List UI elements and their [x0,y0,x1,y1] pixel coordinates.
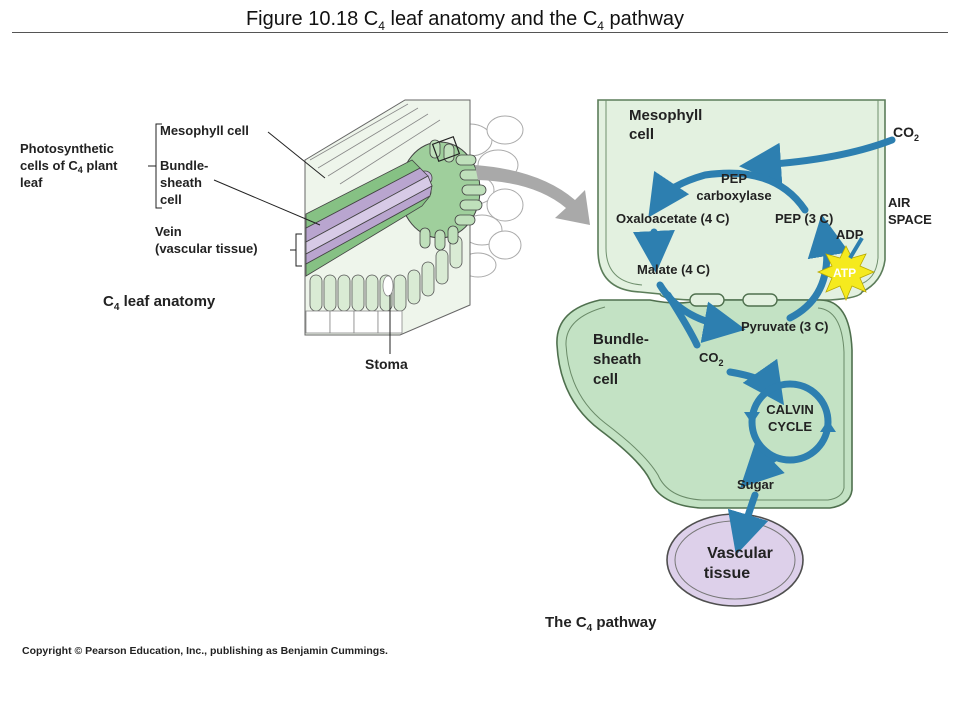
bundle-sheath-label-2: sheath [160,175,202,190]
malate-to-co2-arrow [664,291,701,349]
pyruvate-label: Pyruvate (3 C) [741,319,828,334]
title-text-3: pathway [603,8,685,30]
figure-title: Figure 10.18 C4 leaf anatomy and the C4 … [0,8,930,33]
pep-carboxylase-label-1: PEP [721,171,747,186]
pathway-labels: Mesophyll cell CO2 AIR SPACE PEP carboxy… [545,107,932,634]
anatomy-leader-lines [148,123,391,354]
bundle-sheath-label-1: Bundle- [160,158,208,173]
adp-atp-arrow [848,236,864,260]
leaf-anatomy-illustration [304,99,524,336]
oxaloacetate-to-malate-arrow [632,228,675,273]
mesophyll-label-1: Mesophyll [629,107,702,124]
co2-inner-label: CO2 [699,350,724,368]
copyright-notice: Copyright © Pearson Education, Inc., pub… [22,645,388,657]
bundle-sheath-label-3: cell [160,192,182,207]
top-surface-lines [309,103,441,185]
vein-tubes [305,159,433,277]
sugar-to-vascular-arrow [727,491,769,556]
calvin-label-2: CYCLE [768,419,812,434]
mesophyll-inner-wall [605,100,643,286]
adp-label: ADP [836,227,864,242]
title-text-1: Figure 10.18 C [245,8,379,30]
pep-carboxylase-label-2: carboxylase [696,188,771,203]
atp-burst [816,245,876,302]
vein-label-2: (vascular tissue) [155,241,258,256]
title-text-2: leaf anatomy and the C [384,8,598,30]
pyruvate-to-pep-arrow [786,214,850,322]
sugar-label: Sugar [737,477,774,492]
pathway-arrows [632,136,896,556]
co2-top-label: CO2 [893,124,919,143]
photosynthetic-label-2: cells of C4 plant [20,158,118,175]
calvin-cycle-ring [744,380,836,464]
vascular-label-1: Vascular [707,545,773,562]
title-subscript-2: 4 [597,19,604,33]
bundle-sheath-pathway-label-1: Bundle- [593,331,649,348]
calvin-label-1: CALVIN [766,402,813,417]
atp-label: ATP [833,266,856,280]
bundle-sheath-inner-wall [565,306,845,501]
air-space-label-2: SPACE [888,212,932,227]
zoom-box [431,136,461,162]
c4-pathway-caption: The C4 pathway [545,614,657,634]
malate-label: Malate (4 C) [637,262,710,277]
mesophyll-cell-label: Mesophyll cell [160,123,249,138]
title-divider [12,32,948,33]
mesophyll-label-2: cell [629,126,654,143]
oxaloacetate-label: Oxaloacetate (4 C) [616,211,729,226]
leaf-anatomy-caption: C4 leaf anatomy [103,293,216,313]
vascular-label-2: tissue [704,565,750,582]
anatomy-labels: Photosynthetic cells of C4 plant leaf Me… [20,123,408,372]
air-space-label-1: AIR [888,195,911,210]
title-subscript-1: 4 [378,19,385,33]
photosynthetic-label-3: leaf [20,175,43,190]
co2-entry-arrow [739,136,896,185]
pep-label: PEP (3 C) [775,211,833,226]
vein-label-1: Vein [155,224,182,239]
pep-carboxylase-arrow [648,169,809,218]
zoom-arrow [475,165,590,225]
stoma-label: Stoma [365,356,408,372]
bundle-sheath-pathway-label-3: cell [593,371,618,388]
bundle-sheath-pathway-label-2: sheath [593,351,641,368]
malate-to-pyruvate-arrow [656,281,746,343]
photosynthetic-label-1: Photosynthetic [20,141,114,156]
